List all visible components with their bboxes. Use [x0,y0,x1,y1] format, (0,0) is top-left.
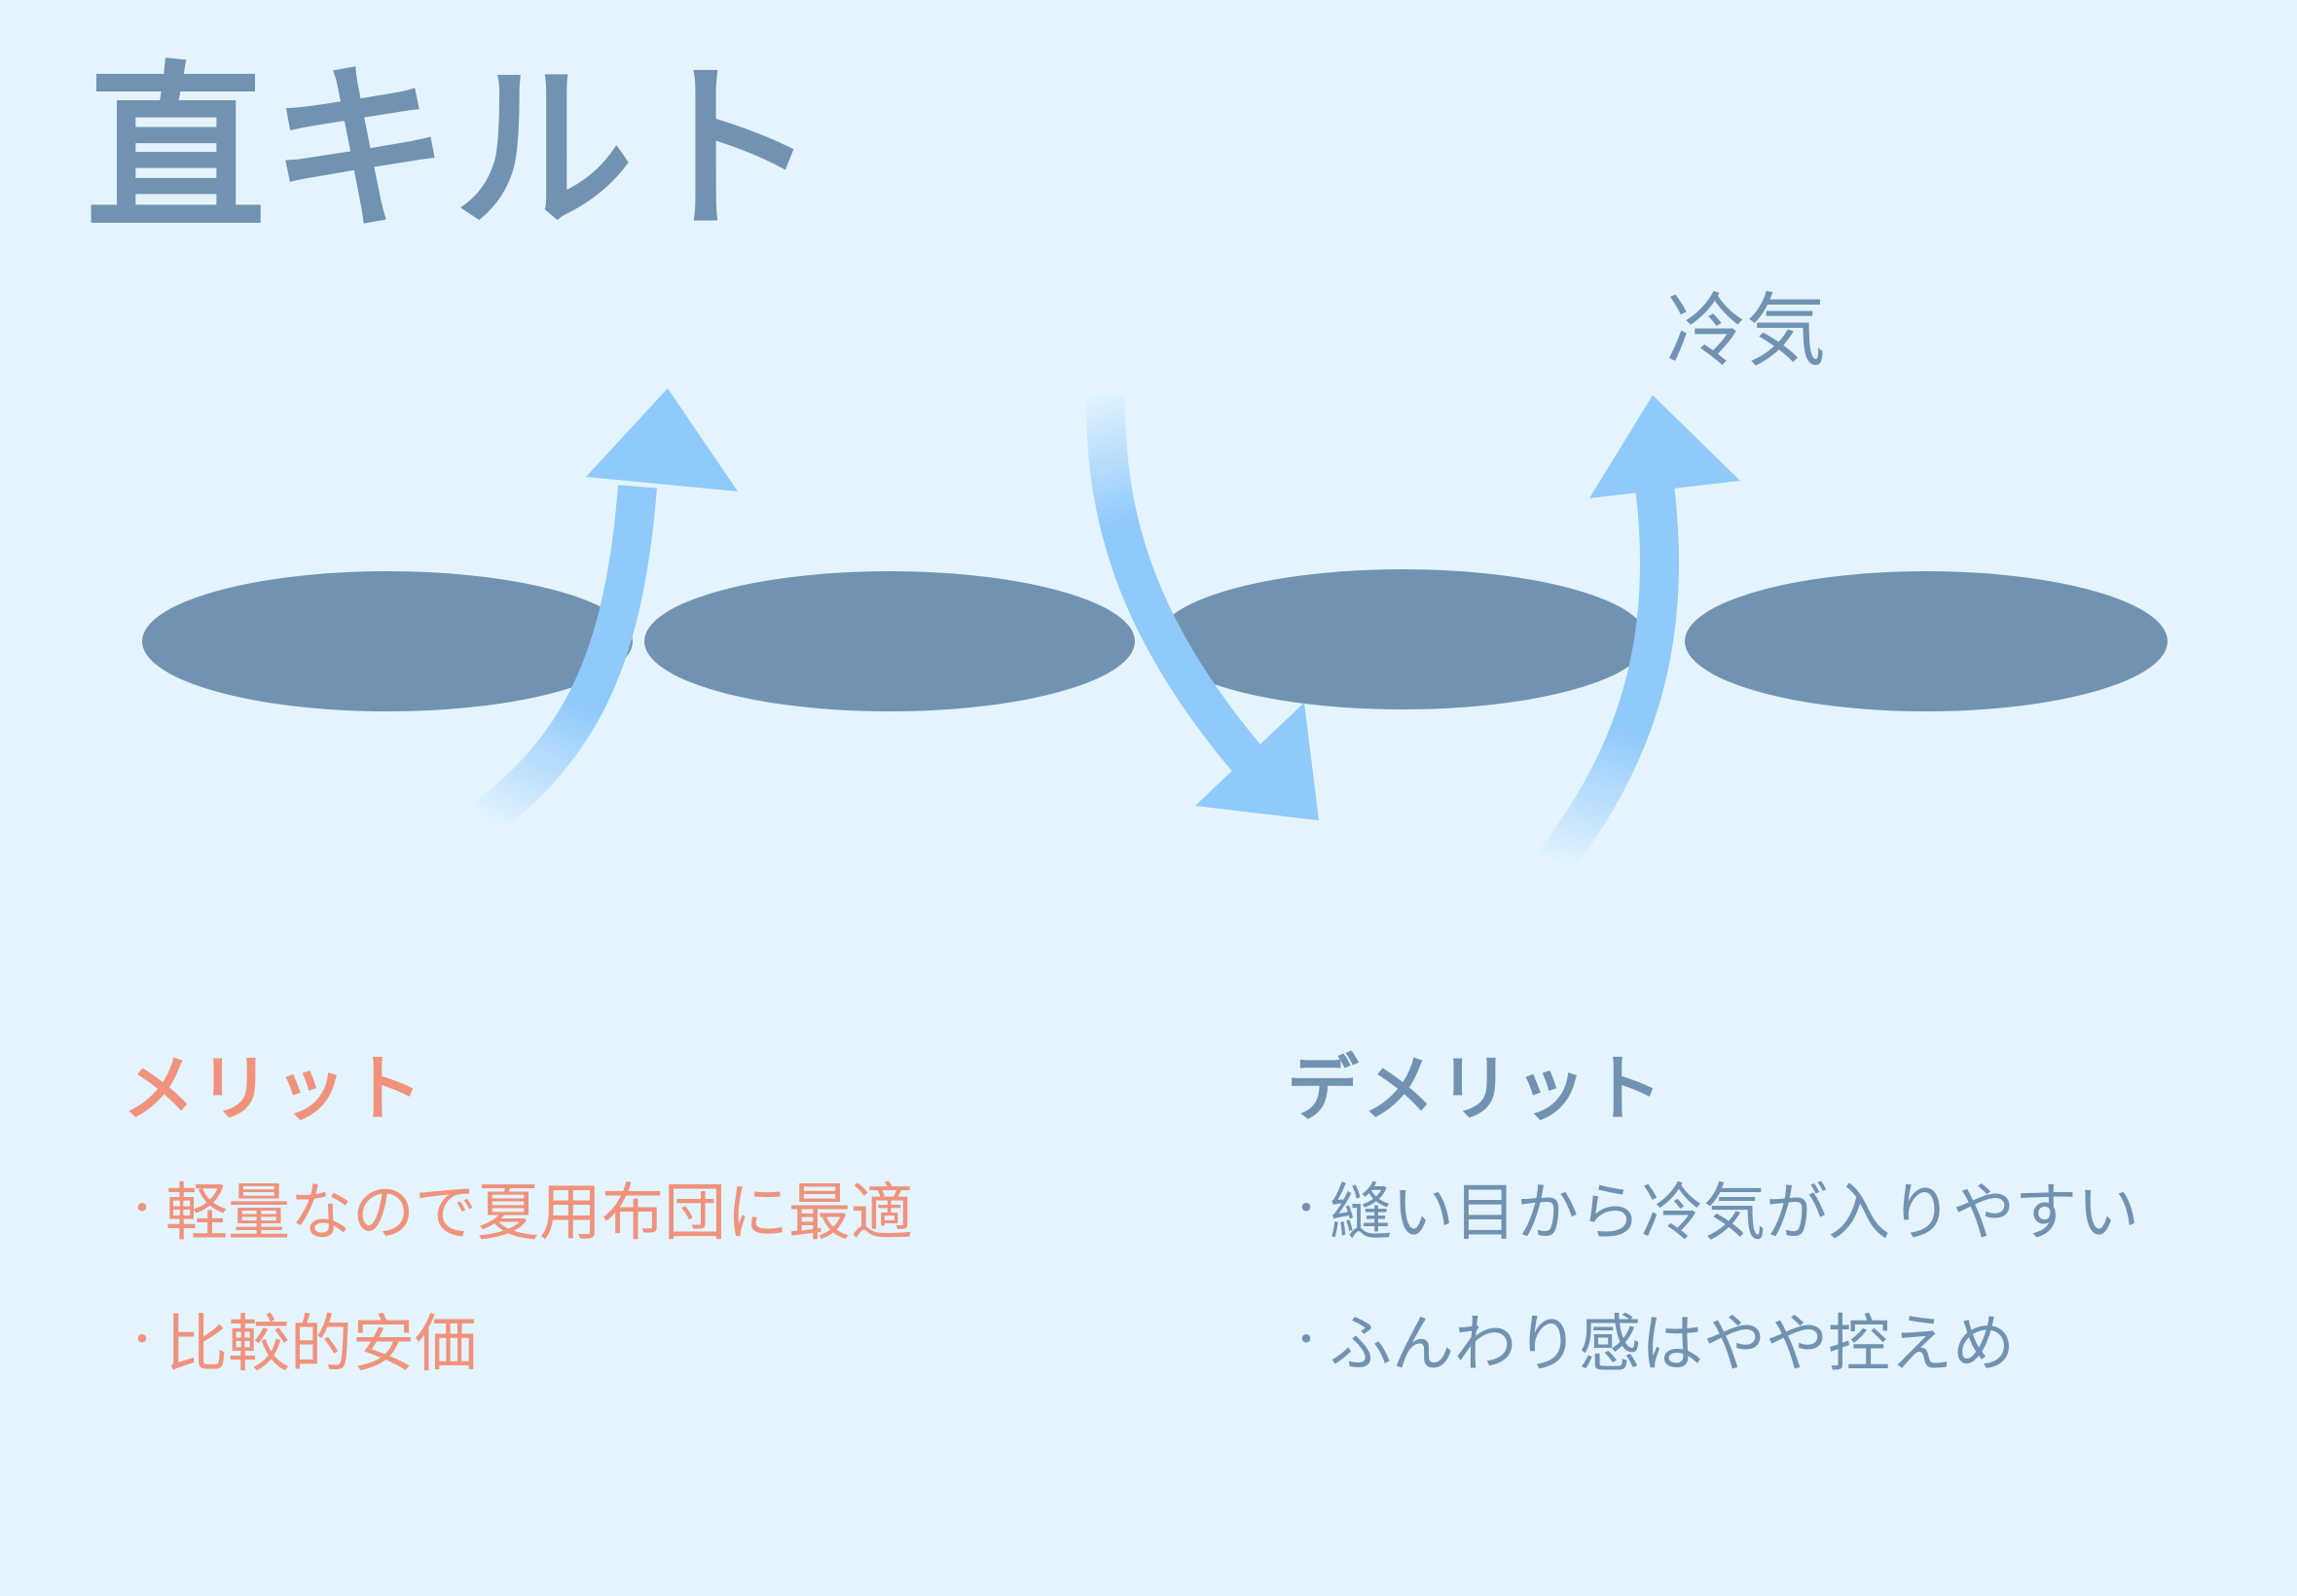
bullet-icon: ・ [1287,1186,1326,1232]
quilt-segment [1157,569,1648,709]
cold-air-label: 冷気 [1666,285,1827,378]
air-arrow-up-right [1537,395,1740,877]
bullet-icon: ・ [1287,1318,1326,1363]
demerit-list: ・縫い目から冷気が入りやすい ・ふんわり感はやや控えめ [1287,1182,2139,1445]
quilt-segment [644,571,1135,711]
quilt-segment [142,571,633,711]
quilt-cross-section [142,569,2168,711]
list-item: ・比較的安価 [123,1309,477,1381]
list-item: ・軽量なので夏用布団に最適 [123,1178,913,1250]
bullet-icon: ・ [123,1318,162,1363]
list-item: ・縫い目から冷気が入りやすい [1287,1178,2139,1250]
merit-list: ・軽量なので夏用布団に最適 ・比較的安価 [123,1182,913,1445]
merit-heading: メリット [123,1047,426,1131]
bullet-icon: ・ [123,1186,162,1232]
list-item: ・ふんわり感はやや控えめ [1287,1309,2015,1381]
air-arrow-down-middle [1085,394,1319,820]
page-title: 直キルト [86,45,821,255]
air-arrow-up-left [471,388,738,836]
quilt-segment [1685,571,2168,711]
demerit-heading: デメリット [1287,1047,1666,1131]
